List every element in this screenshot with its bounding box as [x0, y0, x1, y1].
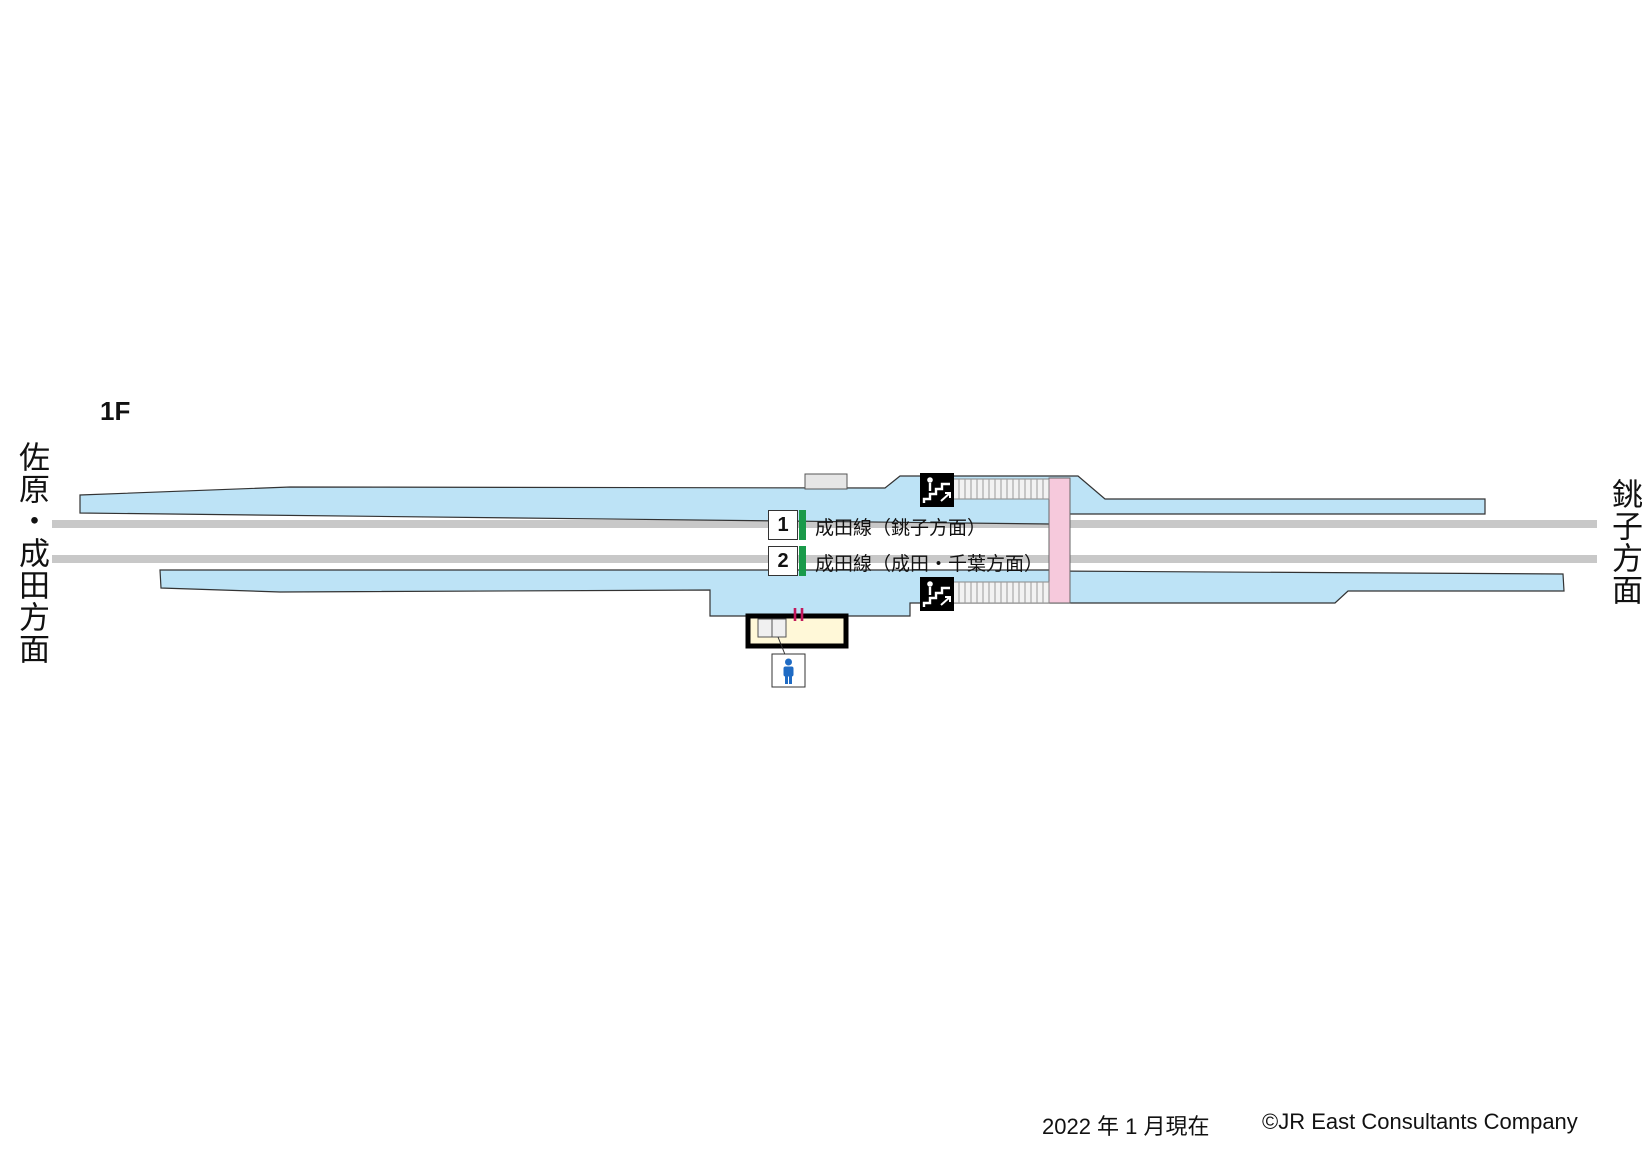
- floor-label: 1F: [100, 396, 131, 426]
- direction-right: 銚子方面: [1606, 478, 1642, 606]
- platform-upper: [79, 475, 1486, 525]
- footbridge: [952, 477, 1071, 604]
- stair-steps: [958, 479, 1044, 603]
- track-2-line: 成田線（成田・千葉方面）: [815, 553, 1044, 575]
- track-1-rail: [52, 520, 1597, 528]
- track-1-number: 1: [768, 510, 806, 540]
- toilet-icon: [771, 653, 806, 688]
- stairs-icon: [920, 473, 954, 507]
- platform-shelter: [804, 473, 848, 490]
- track-2-rail: [52, 555, 1597, 563]
- direction-left: 佐原・成田方面: [13, 441, 49, 665]
- rail-tracks: [52, 520, 1597, 563]
- track-2-number: 2: [768, 546, 806, 576]
- footer-date: 2022 年 1 月現在: [1042, 1114, 1210, 1139]
- ticket-gate-icon: [793, 608, 804, 621]
- platform-lower: [159, 569, 1565, 617]
- stairs-icon: [920, 577, 954, 611]
- footer-copyright: ©JR East Consultants Company: [1262, 1109, 1578, 1134]
- track-1-line: 成田線（銚子方面）: [815, 517, 987, 539]
- footbridge-walkway: [1048, 477, 1071, 604]
